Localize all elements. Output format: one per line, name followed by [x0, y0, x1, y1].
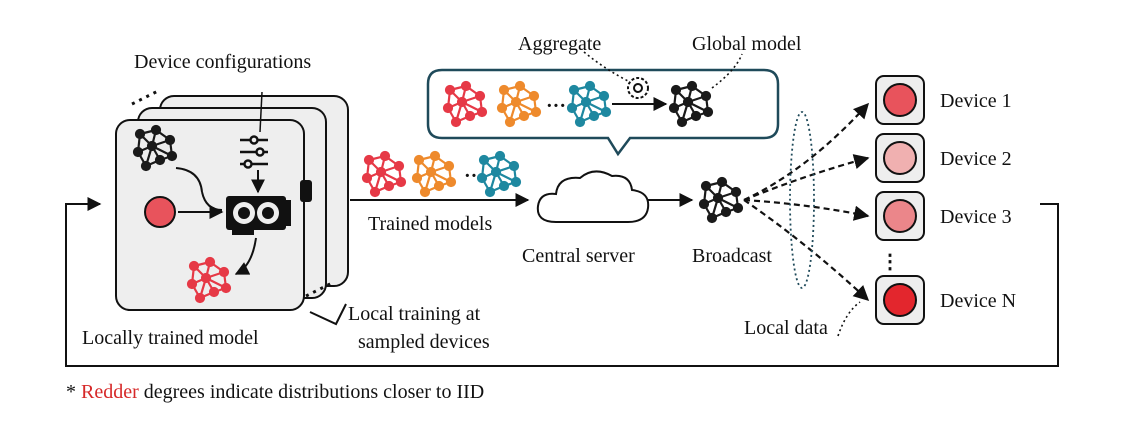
trained-models-row: ··· [361, 150, 522, 198]
device-3: Device 3 [875, 191, 1012, 241]
gpu-icon [226, 180, 312, 235]
device-4: Device N [875, 275, 1016, 325]
trained-models-label: Trained models [368, 213, 492, 235]
aggregate-label: Aggregate [518, 33, 601, 55]
device-1: Device 1 [875, 75, 1012, 125]
footnote-rest: degrees indicate distributions closer to… [139, 381, 484, 403]
device-label: Device 3 [940, 206, 1012, 228]
cloud-icon [536, 170, 650, 223]
device-label: Device 2 [940, 148, 1012, 170]
locally-trained-model-label: Locally trained model [82, 327, 259, 349]
local-training-label-line1: Local training at [348, 303, 481, 325]
local-training-label-line2: sampled devices [358, 331, 490, 353]
device-label: Device 1 [940, 90, 1012, 112]
sliders-icon [240, 135, 268, 169]
device-data-circle [883, 141, 917, 175]
device-configurations-label: Device configurations [134, 51, 311, 73]
central-server-label: Central server [522, 245, 635, 267]
device-2: Device 2 [875, 133, 1012, 183]
svg-text:···: ··· [546, 95, 566, 117]
global-model-label: Global model [692, 33, 802, 55]
device-list: Device 1 Device 2 Device 3 Device N [875, 75, 1016, 325]
aggregation-bubble: ··· [426, 51, 780, 157]
broadcast-label: Broadcast [692, 245, 772, 267]
device-label: Device N [940, 290, 1016, 312]
broadcast-model-icon [698, 176, 744, 224]
local-data-distribution [144, 196, 176, 228]
device-ellipsis: ⋮ [880, 251, 900, 273]
broadcast-ellipse [789, 111, 815, 289]
footnote: * Redder degrees indicate distributions … [66, 381, 484, 403]
footnote-highlight: Redder [81, 381, 139, 403]
device-data-circle [883, 83, 917, 117]
local-data-label: Local data [744, 317, 828, 339]
footnote-prefix: * [66, 381, 81, 403]
device-data-circle [883, 199, 917, 233]
gear-icon [627, 77, 649, 99]
device-data-circle [883, 283, 917, 317]
